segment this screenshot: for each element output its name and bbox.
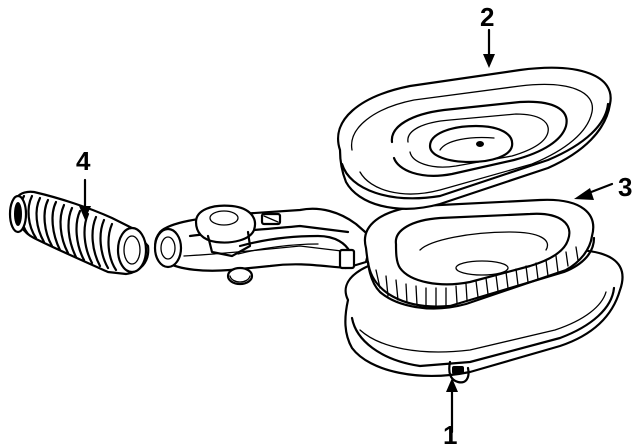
callout-1-label: 1 <box>443 420 457 445</box>
callout-4: 4 <box>76 146 91 220</box>
hose-corrugations <box>19 194 118 272</box>
callout-1: 1 <box>443 378 458 445</box>
callout-3: 3 <box>574 172 632 202</box>
callout-4-label: 4 <box>76 146 91 176</box>
callout-3-label: 3 <box>618 172 632 202</box>
part-cover <box>337 66 612 210</box>
part-duct-hose <box>8 190 150 276</box>
callout-2-label: 2 <box>480 2 494 32</box>
callout-2: 2 <box>480 2 495 68</box>
part-filter-element <box>363 198 596 310</box>
filter-pleats <box>375 246 579 307</box>
